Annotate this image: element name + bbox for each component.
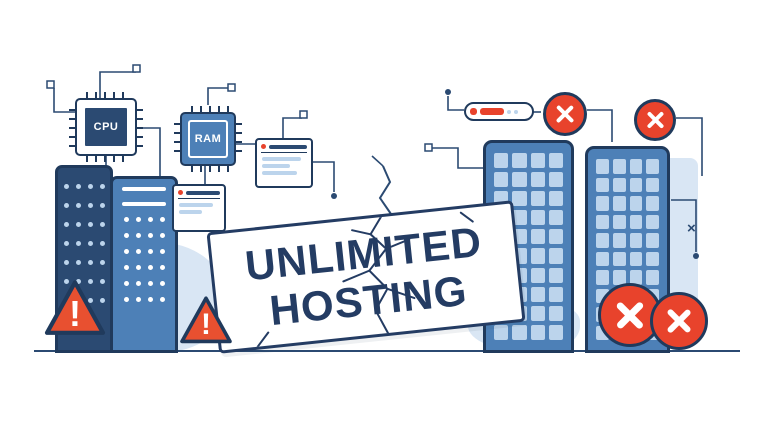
circuit-node-square [46, 80, 55, 89]
red-dot-icon [178, 190, 183, 195]
status-bar-fill [480, 108, 504, 115]
status-window-2 [172, 184, 226, 232]
vent-slot [122, 202, 166, 206]
cpu-label: CPU [83, 106, 129, 148]
circuit-line [282, 117, 302, 138]
led-row [123, 233, 165, 238]
circuit-node-square [132, 64, 141, 73]
led-row [123, 217, 165, 222]
rack-slot-row [596, 251, 659, 266]
x-icon [665, 307, 692, 334]
led-row [123, 265, 165, 270]
rack-slot-row [596, 177, 659, 192]
circuit-node-dot [331, 193, 337, 199]
error-circle-1 [543, 92, 587, 136]
ram-label: RAM [188, 120, 228, 158]
x-icon [615, 300, 645, 330]
vent-slot [122, 187, 166, 191]
warning-triangle-icon [180, 296, 232, 344]
text-line [179, 210, 203, 214]
led-row [63, 203, 105, 208]
rack-slot-row [494, 172, 563, 188]
rack-slot-row [596, 196, 659, 211]
x-icon [555, 104, 575, 124]
status-dot-icon [470, 108, 477, 115]
rack-slot-row [494, 324, 563, 340]
circuit-line [447, 96, 464, 111]
small-cross-mark: × [687, 220, 696, 237]
exclamation-mark: ! [201, 308, 211, 342]
led-row [63, 241, 105, 246]
led-row [63, 279, 105, 284]
chip-pins [236, 123, 242, 159]
rack-slot-row [494, 153, 563, 169]
status-window-1 [255, 138, 313, 188]
window-titlebar [261, 144, 307, 153]
circuit-line [207, 87, 230, 105]
circuit-node-dot [445, 89, 451, 95]
circuit-node-square [424, 143, 433, 152]
led-row [63, 260, 105, 265]
circuit-node-square [299, 110, 308, 119]
text-line [179, 203, 213, 207]
text-line [262, 164, 290, 168]
warning-triangle-2: ! [176, 289, 236, 353]
titlebar-bar [269, 144, 307, 149]
text-line [262, 171, 297, 175]
ram-chip: RAM [174, 106, 242, 172]
led-row [123, 297, 165, 302]
text-line [262, 157, 302, 161]
led-row [123, 249, 165, 254]
server-rack-1 [483, 140, 574, 353]
titlebar-bar [186, 190, 220, 195]
rack-slot-row [596, 270, 659, 285]
circuit-line [313, 161, 335, 192]
status-dot-icon [514, 109, 518, 114]
chip-pins [86, 156, 130, 162]
chip-pins [86, 92, 130, 98]
rack-slot-row [596, 214, 659, 229]
warning-triangle-icon [44, 280, 106, 335]
window-titlebar [178, 190, 220, 199]
circuit-line [432, 147, 483, 169]
server-tower-blue [110, 176, 178, 353]
crack-branch-line [371, 155, 384, 167]
red-dot-icon [261, 144, 266, 149]
chip-pins [137, 109, 143, 149]
chip-pins [174, 123, 180, 159]
cpu-chip: CPU [69, 92, 143, 162]
x-icon [646, 111, 665, 130]
chip-pins [191, 166, 229, 172]
error-circle-4 [650, 292, 708, 350]
error-circle-2 [634, 99, 676, 141]
led-row [63, 184, 105, 189]
led-row [63, 222, 105, 227]
circuit-node-square [227, 83, 236, 92]
status-bar [464, 102, 534, 121]
chip-pins [191, 106, 229, 112]
exclamation-mark: ! [69, 293, 81, 335]
circuit-line [587, 109, 613, 142]
chip-pins [69, 109, 75, 149]
led-row [123, 281, 165, 286]
crack-line-above-sign [378, 165, 392, 215]
rack-slot-row [596, 233, 659, 248]
status-dot-icon [507, 109, 511, 114]
rack-slot-row [596, 159, 659, 174]
sign-text: UNLIMITED HOSTING [243, 218, 489, 336]
warning-triangle-1: ! [40, 270, 110, 348]
